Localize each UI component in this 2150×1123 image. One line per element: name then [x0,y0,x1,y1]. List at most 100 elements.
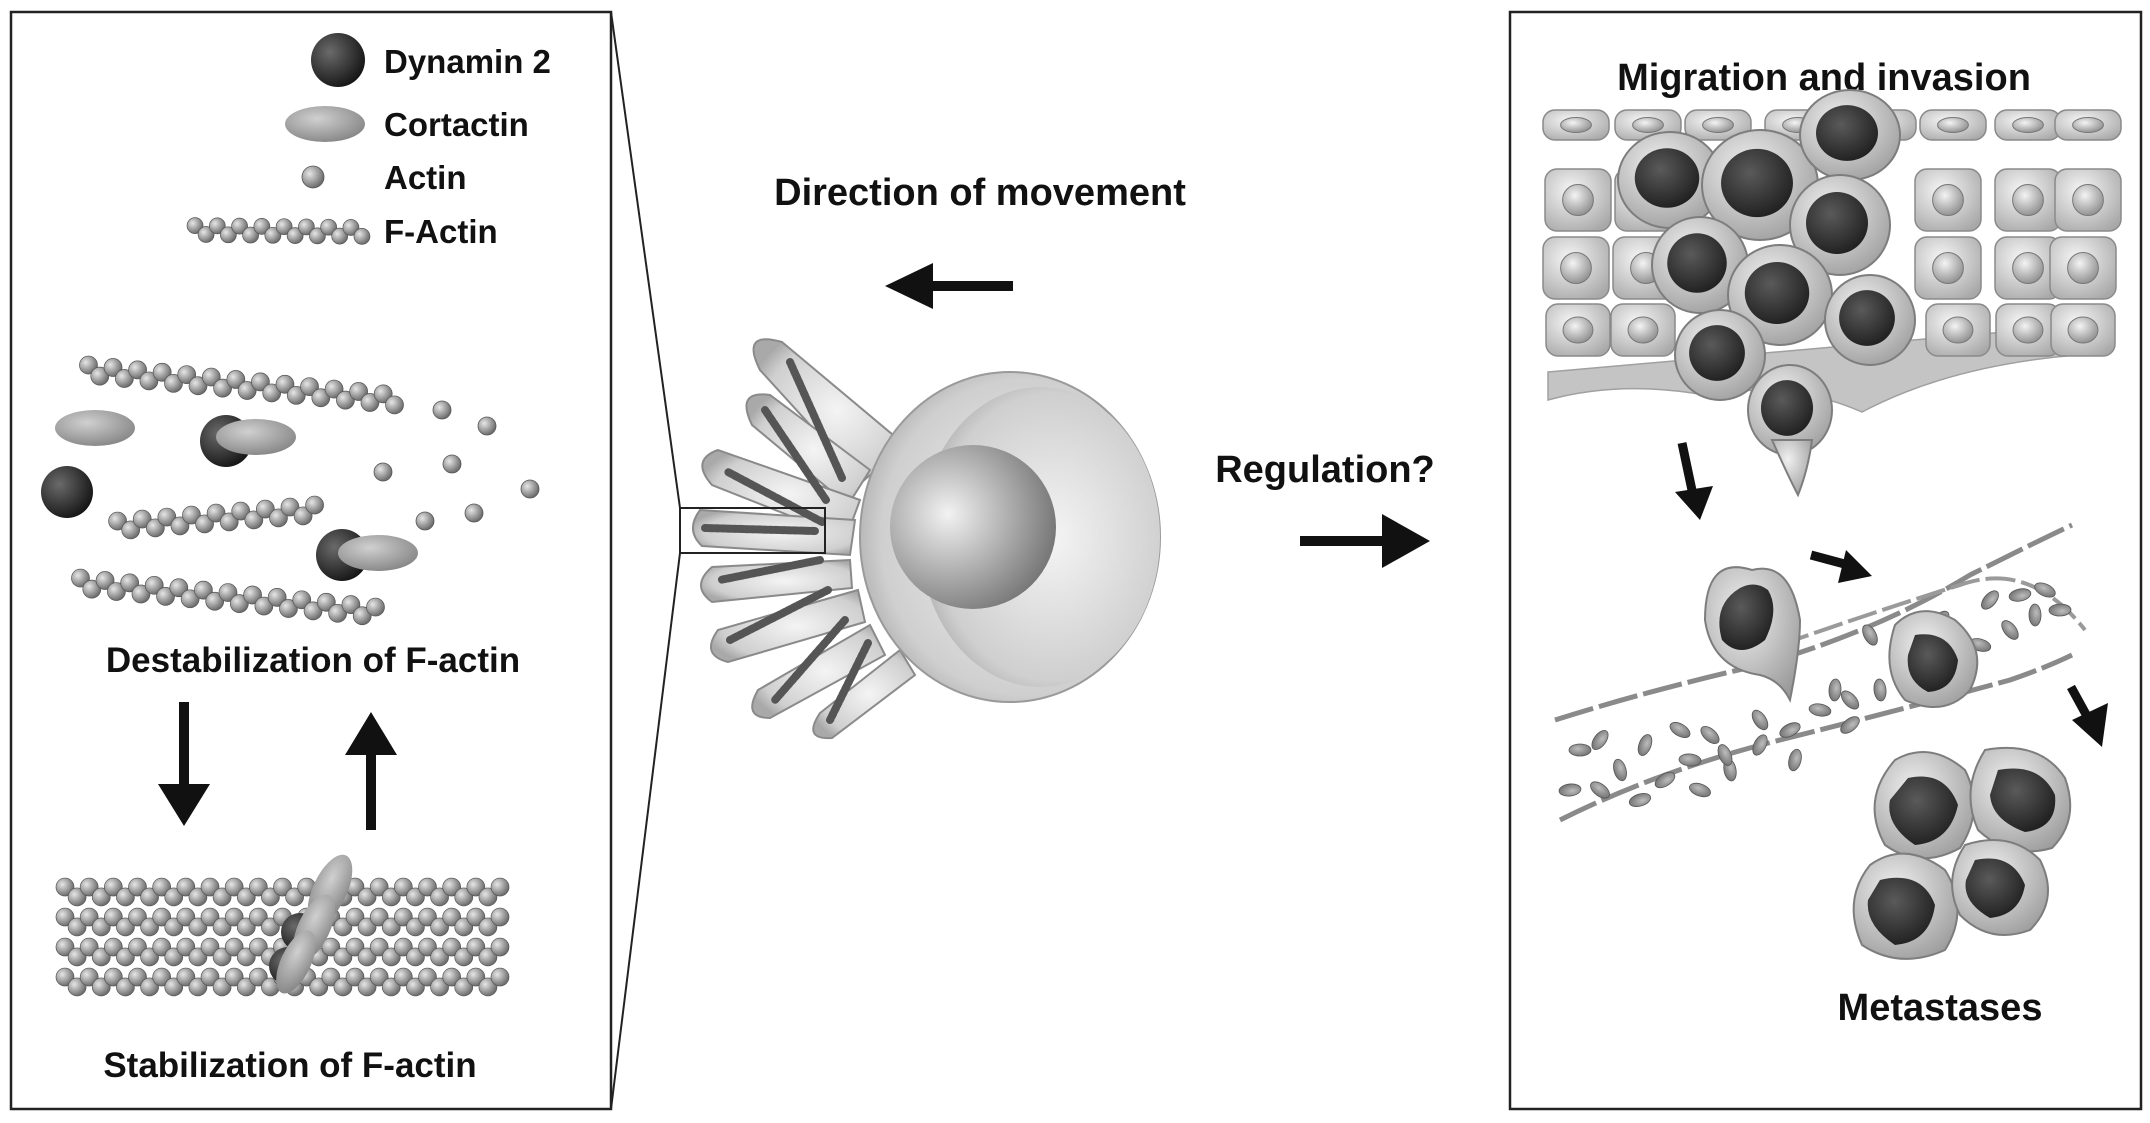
red-blood-cell [2008,588,2032,602]
cortactin [276,930,316,994]
red-blood-cell [1862,624,1878,646]
actin-bead [231,501,251,521]
actin-bead [366,597,385,617]
nucleus [890,445,1056,609]
actin-monomer [477,416,497,436]
vessel-wall-inner [1779,576,2087,647]
actin-bead [208,217,226,235]
epithelial-cell [1545,303,1611,357]
epithelial-nucleus [2072,184,2104,216]
red-blood-cell [1591,730,1609,750]
actin-bead [490,937,510,957]
tumor-cell-nucleus [1744,262,1810,324]
actin-bead [152,362,172,382]
epithelial-nucleus [1562,184,1594,216]
red-blood-cell [1840,716,1860,734]
actin-bead [120,573,140,593]
actin-bead [293,506,313,526]
tumor-cell-nucleus [1634,148,1700,208]
epithelial-cell [1994,168,2062,232]
epithelial-cell [2054,168,2122,232]
destabilized-filaments [71,355,404,626]
legend-actin-symbol [301,165,325,189]
actin-bead [336,390,355,410]
epithelial-cell [1684,109,1752,141]
actin-bead [242,226,259,244]
actin-bead [219,226,237,244]
stabilization-label: Stabilization of F-actin [103,1046,476,1085]
epithelial-nucleus [1562,316,1594,344]
epithelial-nucleus [1560,117,1592,133]
tumor-cell [1701,129,1819,241]
red-blood-cell [1558,783,1582,797]
epithelial-cell [1995,303,2061,357]
epithelial-nucleus [1932,252,1964,284]
tumor-cell [1824,274,1916,366]
actin-bead [170,516,190,536]
tumor-cell-nucleus [1689,325,1745,381]
red-blood-cell [2028,603,2042,627]
actin-bead [331,227,349,245]
legend-factin-filament [186,217,371,245]
f-actin-filament [108,495,324,540]
epithelial-cell [1925,303,1991,357]
epithelial-nucleus [1932,184,1964,216]
actin-bead [342,219,360,236]
left-panel: Dynamin 2 Cortactin Actin F-Actin [9,10,613,1111]
epithelial-cell [1919,109,1987,141]
actin-bead [226,370,246,389]
actin-bead [95,571,115,590]
circulating-tumor-cell [1703,566,1802,704]
center-panel: Direction of movement Regulation? [679,172,1435,740]
actin-bead [264,226,282,244]
red-blood-cell [1873,678,1887,702]
epithelial-cell [2054,109,2122,141]
red-blood-cell [1828,678,1842,702]
epithelial-nucleus [1937,117,1969,133]
filopodia-actin-bundles [701,358,872,724]
actin-bead [229,594,249,613]
red-blood-cell [1751,709,1769,731]
metastatic-cell [1951,839,2049,936]
tumor-cell [1747,364,1833,456]
actin-bead [237,381,257,400]
actin-monomer [442,454,462,474]
actin-bead [300,377,319,397]
regulation-label: Regulation? [1215,449,1435,491]
actin-bead [373,384,393,404]
legend-cortactin-symbol [285,106,365,142]
epithelial-cell [1610,303,1676,357]
actin-bead [90,366,110,386]
epithelial-nucleus [2072,117,2104,133]
actin-bead [180,589,200,609]
actin-bead [231,217,248,235]
metastatic-cell [1852,852,1959,960]
red-blood-cell [1808,703,1832,717]
free-cortactin-dynamin [41,410,418,581]
arrow-invasion [1675,442,1713,520]
actin-bead [71,568,90,588]
actin-bead [309,227,326,245]
actin-bead [244,510,264,530]
left-panel-frame [9,10,613,1111]
actin-bead [82,579,102,599]
legend-cortactin-label: Cortactin [384,106,529,143]
extravasating-tumor-cell [1888,610,1979,708]
actin-bead [206,503,226,523]
actin-bead [292,590,312,610]
actin-bead [144,575,164,595]
tumor-cell-nucleus [1721,148,1793,218]
cortactin [338,535,418,571]
red-blood-cell [1590,781,1610,799]
tumor-cell-nucleus [1667,233,1727,293]
actin-bead [349,382,368,401]
red-blood-cell [1568,743,1592,757]
red-blood-cell [1613,758,1627,782]
actin-bead [279,599,298,618]
actin-bead [275,374,295,394]
actin-bead [157,507,177,527]
filopodium-actin-bundle [761,406,830,504]
epithelial-cell [1994,109,2062,141]
tumor-cell-nucleus [1806,192,1868,254]
